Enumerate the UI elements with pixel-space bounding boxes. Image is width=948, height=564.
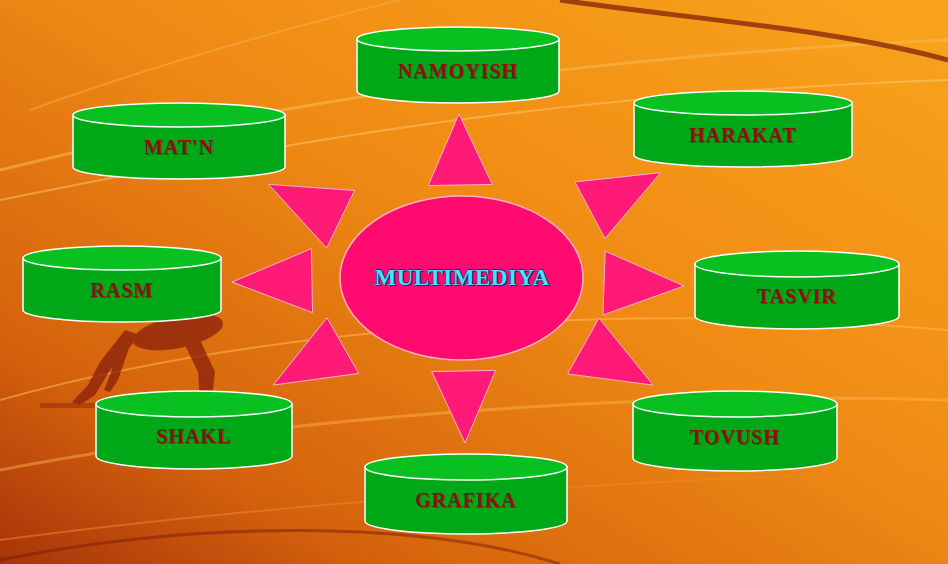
- cylinder-box: SHAKL: [95, 390, 293, 470]
- box-label: TOVUSH: [690, 426, 780, 449]
- arrow-triangle: [232, 249, 313, 313]
- arrow-triangle: [575, 173, 661, 239]
- cylinder-box: MAT'N: [72, 102, 286, 180]
- cylinder-top: [357, 27, 559, 51]
- cylinder-top: [96, 391, 292, 417]
- box-label: RASM: [91, 279, 154, 302]
- cylinder-top: [365, 454, 567, 480]
- cylinder-box: TASVIR: [694, 250, 900, 330]
- cylinder-top: [633, 391, 837, 417]
- cylinder-box: TOVUSH: [632, 390, 838, 472]
- arrow-triangle: [273, 318, 358, 385]
- cylinder-top: [634, 91, 852, 115]
- arrow-triangle: [603, 251, 684, 315]
- arrow-triangle: [432, 370, 496, 443]
- box-label: SHAKL: [156, 425, 231, 448]
- cylinder-box: GRAFIKA: [364, 453, 568, 535]
- cylinder-top: [695, 251, 899, 277]
- cylinder-box: HARAKAT: [633, 90, 853, 168]
- arrow-triangle: [269, 184, 355, 248]
- box-label: GRAFIKA: [415, 489, 516, 512]
- box-label: NAMOYISH: [398, 60, 518, 83]
- arrow-triangle: [568, 318, 653, 385]
- cylinder-top: [73, 103, 285, 127]
- cylinder-top: [23, 246, 221, 270]
- box-label: TASVIR: [757, 285, 837, 308]
- arrow-triangle: [428, 114, 492, 186]
- box-label: HARAKAT: [689, 124, 797, 147]
- center-label: MULTIMEDIYA: [374, 265, 549, 291]
- ellipse-shape: [340, 196, 583, 360]
- cylinder-box: RASM: [22, 245, 222, 323]
- box-label: MAT'N: [144, 136, 214, 159]
- cylinder-box: NAMOYISH: [356, 26, 560, 104]
- center-ellipse: MULTIMEDIYA: [339, 195, 584, 361]
